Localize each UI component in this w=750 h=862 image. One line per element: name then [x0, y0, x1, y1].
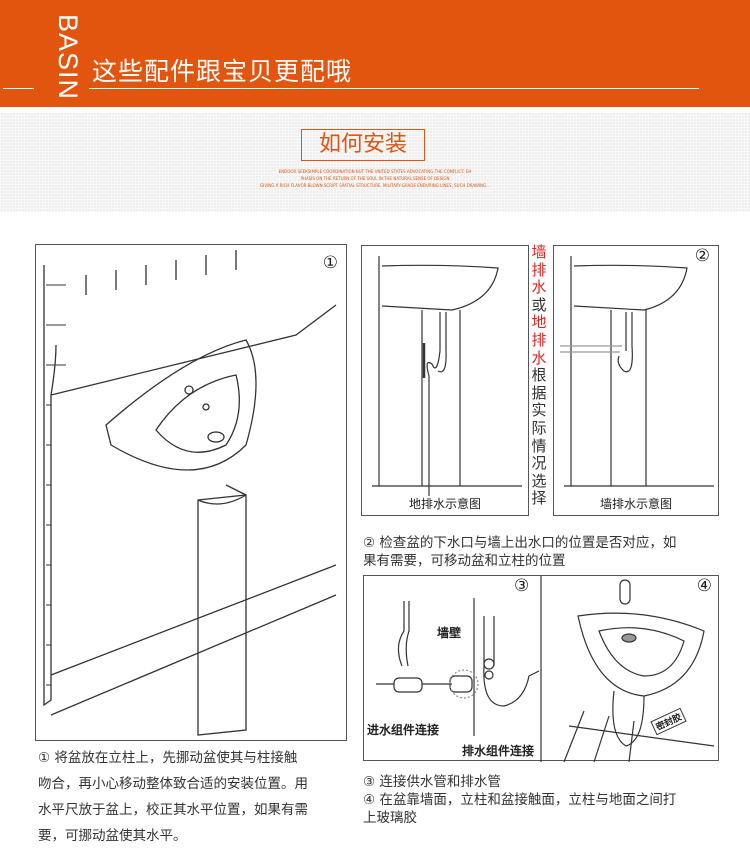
- step4-text: ④ 在盆靠墙面，立柱和盆接触面，立柱与地面之间打: [363, 792, 677, 808]
- basin-pedestal-drawing: [43, 250, 337, 736]
- step-number: ①: [322, 253, 338, 273]
- step1-text: 水平尺放于盆上，校正其水平位置，如果有需: [38, 802, 308, 818]
- note-char: 根: [531, 366, 547, 385]
- page-title: 这些配件跟宝贝更配哦: [92, 57, 353, 86]
- wall-drain-drawing: [560, 256, 714, 487]
- note-char: 水: [531, 278, 547, 297]
- panel-step1-illustration: ①: [35, 244, 347, 741]
- wall-label: 墙壁: [437, 626, 462, 640]
- note-char: 择: [531, 489, 547, 508]
- note-char: 墙: [531, 243, 547, 261]
- inlet-label: 进水组件连接: [367, 723, 440, 737]
- wall-drain-caption: 墙排水示意图: [599, 497, 672, 511]
- pipe-and-sealant-drawing: [376, 576, 715, 762]
- step3-text: ③ 连接供水管和排水管: [363, 774, 501, 790]
- note-char: 际: [531, 418, 547, 437]
- panel-floor-drain: 地排水示意图: [361, 245, 529, 516]
- header-banner: BASIN 这些配件跟宝贝更配哦: [0, 0, 750, 107]
- note-char: 选: [531, 471, 547, 490]
- tagline: GIVING A RICH FLAVOR BLOWN SCRIPT SPATIA…: [260, 183, 490, 188]
- step4-text: 上玻璃胶: [363, 810, 417, 826]
- brand-label: BASIN: [53, 14, 83, 101]
- drain-label: 排水组件连接: [462, 744, 535, 758]
- step2-text: 果有需要，可移动盆和立柱的位置: [363, 553, 566, 569]
- note-char: 据: [531, 383, 547, 402]
- section-title: 如何安装: [301, 129, 425, 161]
- note-char: 情: [531, 436, 547, 455]
- step-number: ③: [514, 576, 530, 596]
- tagline: PHASIS ON THE RETURN OF THE SOUL IN THE …: [300, 176, 450, 181]
- step1-text: 吻合，再小心移动整体致合适的安装位置。用: [38, 776, 308, 792]
- step-number: ②: [694, 246, 710, 266]
- drain-type-note: 墙 排 水 或 地 排 水 根 据 实 际 情 况 选 择: [530, 243, 548, 508]
- note-char: 水: [531, 348, 547, 367]
- floor-drain-caption: 地排水示意图: [408, 497, 481, 511]
- floor-drain-drawing: [372, 256, 522, 496]
- tagline: ENDOOR SEEKSIMPLE COORDINATION BUT THE U…: [278, 169, 472, 174]
- note-char: 实: [531, 401, 547, 420]
- panel-steps-3-4: ③ ④ 墙壁 进水组件连接 排水组件连接 密封胶: [363, 575, 719, 762]
- step1-text: 要，可挪动盆使其水平。: [38, 828, 187, 844]
- note-char: 排: [531, 330, 547, 349]
- divider: [3, 88, 34, 89]
- step-number: ④: [696, 576, 712, 596]
- step1-text: ① 将盆放在立柱上，先挪动盆使其与柱接触: [38, 750, 298, 766]
- note-char: 地: [531, 313, 547, 332]
- note-char: 或: [531, 295, 547, 314]
- divider: [89, 88, 699, 89]
- note-char: 况: [531, 454, 547, 473]
- note-char: 排: [531, 260, 547, 279]
- panel-wall-drain: ② 墙排水示意图: [553, 245, 719, 516]
- section-banner: [0, 113, 750, 212]
- step2-text: ② 检查盆的下水口与墙上出水口的位置是否对应，如: [363, 535, 677, 551]
